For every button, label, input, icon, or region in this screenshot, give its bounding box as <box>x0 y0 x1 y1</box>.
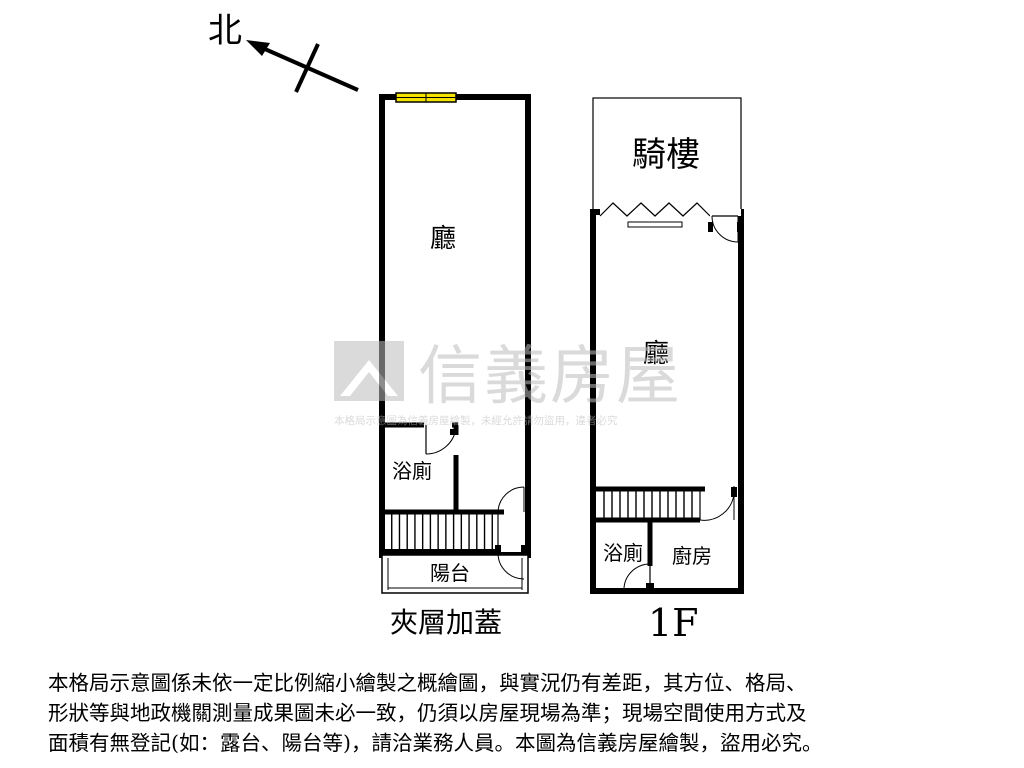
mezzanine-bath-label: 浴廁 <box>392 459 432 483</box>
mezzanine-window <box>395 92 457 103</box>
ground-floor-bath-door <box>623 563 654 591</box>
mezzanine-bath-door <box>425 425 458 455</box>
disclaimer-text: 本格局示意圖係未依一定比例縮小繪製之概繪圖，與實況仍有差距，其方位、格局、 形狀… <box>48 668 988 758</box>
arcade-label: 騎樓 <box>632 135 700 175</box>
ground-floor-hall-label: 廳 <box>643 339 669 369</box>
mezzanine-plan: 廳 浴廁 陽台 夾層加蓋 <box>379 92 531 639</box>
ground-floor-stairs <box>593 486 705 523</box>
north-arrow-head-icon <box>246 40 270 56</box>
north-label: 北 <box>208 11 242 51</box>
north-arrow-crossbar <box>294 43 320 93</box>
disclaimer-line-3: 面積有無登記(如：露台、陽台等)，請洽業務人員。本圖為信義房屋繪製，盜用必究。 <box>48 731 823 755</box>
brand-watermark: 信義房屋 本格局示意圖為信義房屋繪製，未經允許請勿盜用，違者必究 <box>334 340 682 427</box>
brand-logo-icon <box>334 341 404 401</box>
disclaimer-line-2: 形狀等與地政機關測量成果圖未必一致，仍須以房屋現場為準；現場空間使用方式及 <box>48 701 807 725</box>
north-compass: 北 <box>208 11 359 93</box>
mezzanine-stairs <box>382 509 504 553</box>
mezzanine-hall-label: 廳 <box>430 224 456 254</box>
watermark-notice: 本格局示意圖為信義房屋繪製，未經允許請勿盜用，違者必究 <box>334 414 618 427</box>
disclaimer-line-1: 本格局示意圖係未依一定比例縮小繪製之概繪圖，與實況仍有差距，其方位、格局、 <box>48 671 807 695</box>
ground-floor-caption: 1F <box>648 601 699 645</box>
watermark-brand: 信義房屋 <box>418 340 682 414</box>
mezzanine-balcony-label: 陽台 <box>430 561 470 585</box>
mezzanine-caption: 夾層加蓋 <box>390 606 502 639</box>
ground-floor-bath-label: 浴廁 <box>603 541 643 565</box>
mezzanine-stair-door <box>495 486 527 580</box>
kitchen-label: 廚房 <box>672 544 712 568</box>
floor-plan-diagram: 北 <box>208 11 744 645</box>
front-side-door <box>708 209 742 243</box>
ground-floor-stair-door <box>699 486 737 521</box>
folding-door <box>599 202 711 228</box>
mezzanine-balcony-outline <box>381 554 529 594</box>
ground-floor-plan: 騎樓 廳 浴廁 廚房 1F <box>590 97 744 645</box>
